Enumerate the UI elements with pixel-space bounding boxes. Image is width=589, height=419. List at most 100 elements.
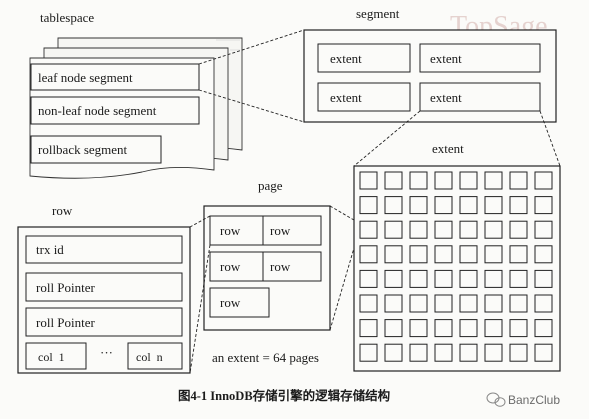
- page-row-group-1: [209, 215, 322, 246]
- extent-page-cell: [359, 171, 378, 190]
- extent-page-cell: [534, 245, 553, 264]
- row-field-label-trx-id: trx id: [36, 242, 64, 257]
- zoom-lines-page: [329, 205, 355, 331]
- row-field-label-col-1: col 1: [38, 350, 65, 364]
- extent-page-cell: [484, 319, 503, 338]
- extent-page-cell: [434, 171, 453, 190]
- tablespace-title: tablespace: [40, 10, 94, 25]
- extent-box-2: [419, 43, 541, 73]
- extent-label-3: extent: [330, 90, 362, 105]
- zoom-lines-extent: [353, 110, 561, 167]
- extent-page-cell: [434, 294, 453, 313]
- extent-page-cell: [359, 294, 378, 313]
- extent-page-cell: [534, 196, 553, 215]
- extent-title: extent: [432, 141, 464, 156]
- extent-page-cell: [484, 220, 503, 239]
- extent-page-cell: [459, 269, 478, 288]
- extent-page-cell: [409, 319, 428, 338]
- row-field-label-col-n: col n: [136, 350, 163, 364]
- extent-page-cell: [484, 171, 503, 190]
- page-row-label-4: row: [270, 259, 291, 274]
- extent-page-cell: [534, 343, 553, 362]
- extent-page-cell: [409, 171, 428, 190]
- extent-page-cell: [484, 269, 503, 288]
- extent-page-cell: [409, 269, 428, 288]
- extent-page-cell: [384, 319, 403, 338]
- extent-page-cell: [459, 171, 478, 190]
- extent-label-1: extent: [330, 51, 362, 66]
- page-row-label-5: row: [220, 295, 241, 310]
- extent-page-cell: [509, 294, 528, 313]
- extent-box-4: [419, 82, 541, 112]
- extent-page-cell: [509, 343, 528, 362]
- extent-label-4: extent: [430, 90, 462, 105]
- extent-page-cell: [509, 196, 528, 215]
- extent-page-cell: [409, 196, 428, 215]
- row-title: row: [52, 203, 73, 218]
- extent-page-cell: [534, 171, 553, 190]
- extent-page-cell: [359, 343, 378, 362]
- extent-page-cell: [459, 245, 478, 264]
- extent-page-cell: [484, 196, 503, 215]
- extent-box-3: [317, 82, 411, 112]
- page-row-label-1: row: [220, 223, 241, 238]
- extent-page-cell: [534, 269, 553, 288]
- extent-page-cell: [359, 319, 378, 338]
- extent-page-cell: [409, 245, 428, 264]
- page-title: page: [258, 178, 283, 193]
- extent-page-cell: [509, 319, 528, 338]
- extent-page-cell: [384, 171, 403, 190]
- extent-page-cell: [509, 269, 528, 288]
- row-field-trx-id: [25, 235, 183, 264]
- extent-page-cell: [459, 319, 478, 338]
- extent-page-cell: [409, 220, 428, 239]
- extent-page-cell: [534, 319, 553, 338]
- wechat-icon: [486, 392, 506, 407]
- extent-page-cell: [434, 220, 453, 239]
- row-field-roll-pointer-1: [25, 272, 183, 302]
- extent-page-cell: [384, 269, 403, 288]
- row-field-label-roll-pointer-2: roll Pointer: [36, 315, 96, 330]
- extent-page-cell: [384, 294, 403, 313]
- extent-page-cell: [459, 220, 478, 239]
- footer-brand: BanzClub: [508, 393, 560, 407]
- extent-page-cell: [384, 220, 403, 239]
- extent-page-cell: [434, 196, 453, 215]
- leaf-node-segment-box: [30, 63, 200, 91]
- extent-page-cell: [509, 220, 528, 239]
- extent-page-cell: [409, 294, 428, 313]
- rollback-segment-box: [30, 135, 162, 164]
- extent-page-cell: [384, 245, 403, 264]
- zoom-lines-row: [189, 215, 211, 374]
- extent-page-grid: [359, 171, 553, 362]
- extent-page-cell: [434, 269, 453, 288]
- page-row-single: [209, 287, 270, 318]
- page-row-label-2: row: [270, 223, 291, 238]
- figure-caption: 图4-1 InnoDB存储引擎的逻辑存储结构: [178, 388, 390, 403]
- extent-page-cell: [484, 294, 503, 313]
- extent-page-cell: [459, 196, 478, 215]
- segment-label-non-leaf: non-leaf node segment: [38, 103, 157, 118]
- extent-page-cell: [484, 245, 503, 264]
- row-ellipsis: ···: [100, 345, 113, 360]
- extent-page-cell: [434, 343, 453, 362]
- non-leaf-node-segment-box: [30, 96, 200, 125]
- extent-page-cell: [359, 269, 378, 288]
- extent-page-cell: [434, 245, 453, 264]
- row-field-col-1: [25, 342, 87, 370]
- extent-page-cell: [409, 343, 428, 362]
- segment-label-leaf: leaf node segment: [38, 70, 133, 85]
- extent-page-cell: [384, 196, 403, 215]
- extent-page-cell: [384, 343, 403, 362]
- extent-page-cell: [534, 220, 553, 239]
- row-field-roll-pointer-2: [25, 307, 183, 337]
- extent-page-cell: [359, 196, 378, 215]
- extent-page-cell: [359, 220, 378, 239]
- extent-page-cell: [459, 343, 478, 362]
- extent-page-cell: [534, 294, 553, 313]
- tablespace-segment-list: [30, 63, 200, 164]
- row-field-col-n: [127, 342, 183, 370]
- extent-page-cell: [509, 171, 528, 190]
- extent-page-cell: [434, 319, 453, 338]
- tablespace-texture: [216, 39, 240, 51]
